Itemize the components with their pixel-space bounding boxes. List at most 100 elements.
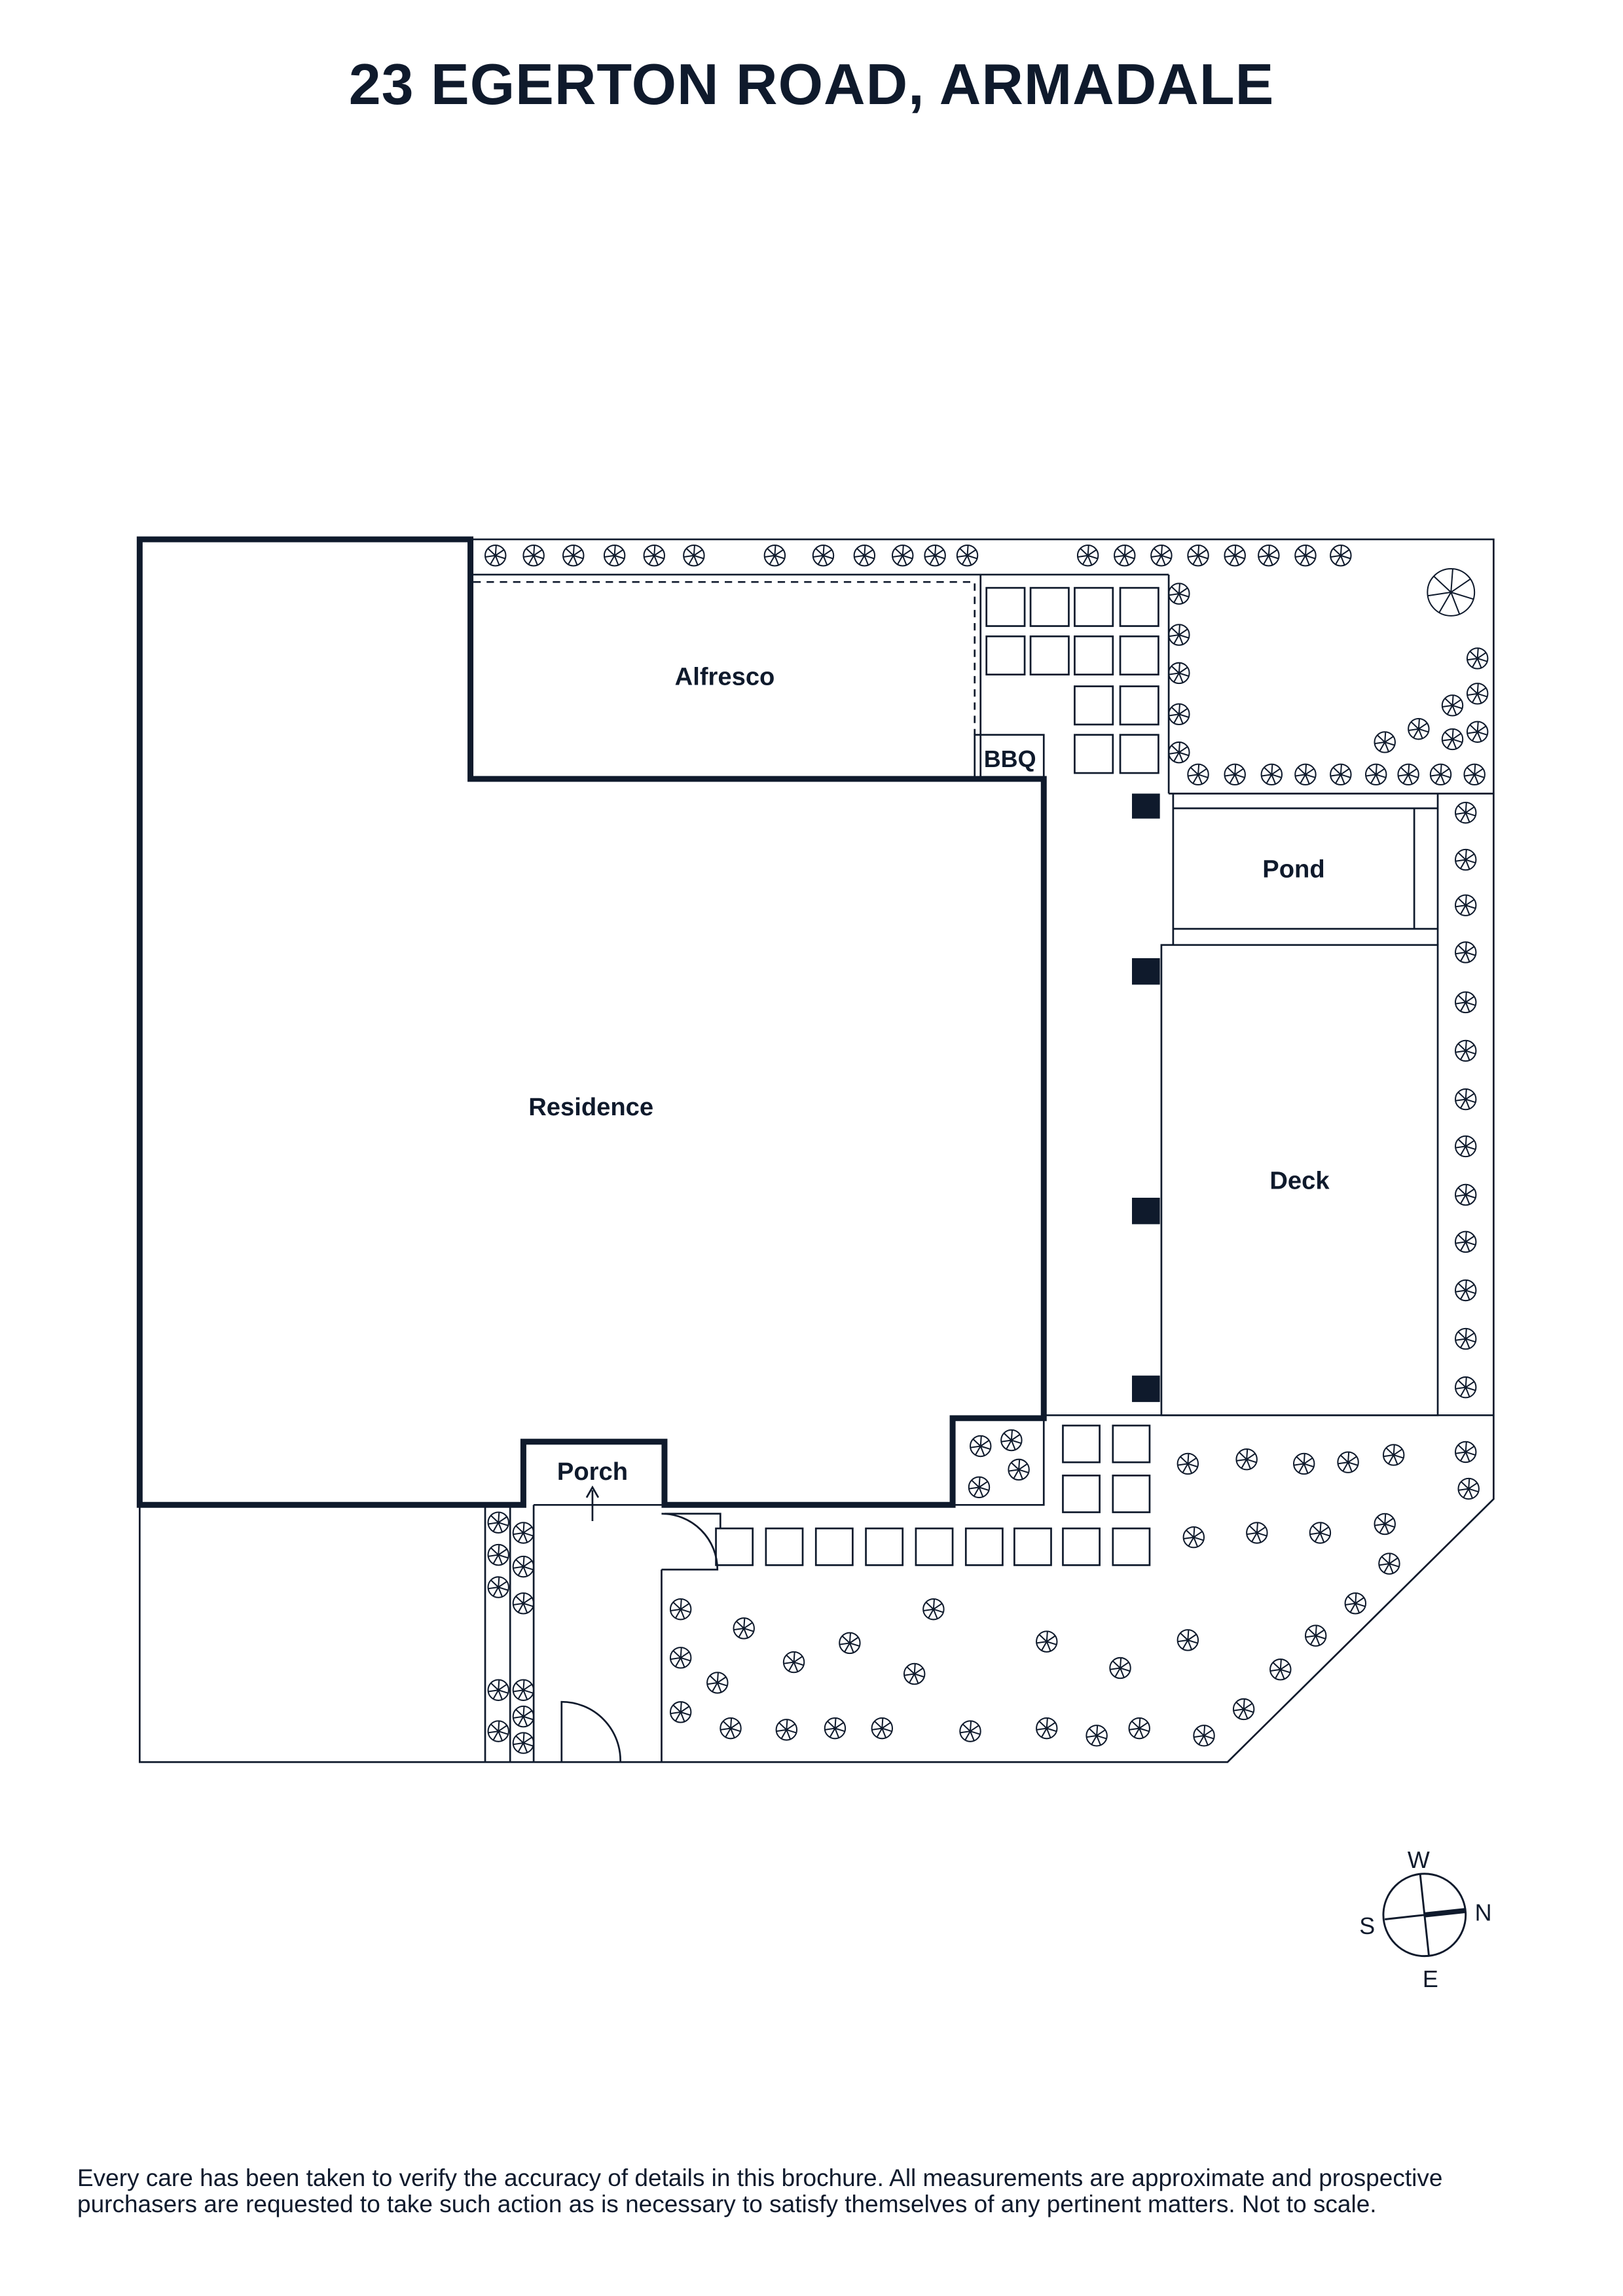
tree-icon (1441, 728, 1464, 751)
tree-icon (1036, 1630, 1058, 1653)
tree-icon (1232, 1698, 1255, 1721)
porch-label: Porch (557, 1458, 628, 1486)
tree-icon (487, 1543, 509, 1566)
tree-icon (487, 1511, 509, 1534)
paver (1112, 1527, 1151, 1566)
tree-icon (1168, 662, 1190, 685)
paver (814, 1527, 854, 1566)
top-garden-edge (473, 573, 1494, 795)
tree-icon (1168, 624, 1190, 646)
tree-icon (1235, 1448, 1258, 1471)
tree-icon (487, 1720, 509, 1742)
tree-icon (1036, 1717, 1058, 1740)
site-boundary (139, 538, 1495, 1763)
tree-icon (1365, 763, 1387, 786)
paver (1013, 1527, 1052, 1566)
pavers (715, 586, 1159, 1566)
tree-icon (1454, 1441, 1477, 1463)
tree-icon (1454, 1135, 1477, 1158)
entry-arrow (585, 1485, 600, 1521)
tree-icon (1382, 1444, 1405, 1466)
tree-icon (1269, 1659, 1292, 1681)
paver (765, 1527, 804, 1566)
deck-posts (1131, 793, 1160, 1403)
garden-edges (484, 1414, 1494, 1763)
residence-outline (136, 536, 1047, 1508)
tree-icon (1454, 894, 1477, 916)
paver (865, 1527, 904, 1566)
tree-icon (1408, 717, 1430, 740)
tree-icon (1168, 741, 1190, 764)
tree-icon (1454, 1376, 1477, 1399)
tree-icon (1224, 545, 1246, 567)
tree-icon (812, 545, 835, 567)
tree-icon (1193, 1725, 1215, 1747)
tree-icon (1429, 763, 1452, 786)
tree-icon (775, 1719, 798, 1741)
tree-icon (1168, 583, 1190, 605)
tree-icon (512, 1592, 535, 1615)
tree-icon (853, 545, 876, 567)
tree-icon (1344, 1592, 1367, 1615)
tree-icon (1466, 683, 1489, 705)
tree-icon (669, 1647, 692, 1669)
paver (1029, 635, 1070, 675)
tree-icon (1330, 763, 1352, 786)
tree-icon (1466, 721, 1489, 743)
tree-icon (1454, 1088, 1477, 1111)
tree-icon (1427, 567, 1476, 617)
tree-icon (959, 1720, 981, 1742)
tree-icon (1454, 1183, 1477, 1206)
tree-icon (522, 545, 545, 567)
paver (1119, 685, 1159, 726)
tree-icon (903, 1662, 926, 1685)
tree-icon (484, 545, 507, 567)
tree-icon (1309, 1522, 1332, 1544)
alfresco-dashed-edge (473, 581, 976, 735)
paver (1074, 635, 1114, 675)
paver (1062, 1527, 1101, 1566)
tree-icon (1454, 991, 1477, 1014)
tree-icon (1128, 1717, 1150, 1740)
tree-icon (782, 1651, 805, 1674)
paver (964, 1527, 1004, 1566)
tree-icon (512, 1522, 535, 1544)
tree-icon (1441, 694, 1464, 717)
tree-icon (733, 1617, 755, 1640)
tree-icon (1258, 545, 1280, 567)
tree-icon (1330, 545, 1352, 567)
tree-icon (891, 545, 914, 567)
tree-icon (562, 545, 585, 567)
tree-icon (1374, 1513, 1396, 1535)
paver (985, 635, 1026, 675)
paver (1119, 586, 1159, 627)
tree-icon (968, 1476, 991, 1499)
tree-icon (1150, 545, 1173, 567)
tree-icon (839, 1632, 861, 1655)
bbq-label: BBQ (984, 745, 1036, 772)
paver (1119, 635, 1159, 675)
tree-icon (824, 1717, 847, 1740)
paver (1074, 734, 1114, 774)
tree-icon (1454, 1039, 1477, 1062)
pond-label: Pond (1262, 855, 1324, 884)
tree-icon (683, 545, 705, 567)
tree-icon (1454, 801, 1477, 824)
tree-icon (1294, 763, 1317, 786)
tree-icon (1463, 763, 1486, 786)
tree-icon (763, 545, 786, 567)
tree-icon (1085, 1725, 1108, 1747)
tree-icon (603, 545, 626, 567)
paver (1029, 586, 1070, 627)
tree-icon (720, 1717, 742, 1740)
tree-icon (871, 1717, 894, 1740)
tree-icon (1457, 1477, 1480, 1500)
tree-icon (1454, 1327, 1477, 1350)
tree-icon (512, 1705, 535, 1728)
tree-icon (1168, 703, 1190, 725)
paver (1112, 1424, 1151, 1463)
tree-icon (669, 1598, 692, 1621)
tree-icon (1182, 1526, 1205, 1549)
paver (1062, 1475, 1101, 1513)
